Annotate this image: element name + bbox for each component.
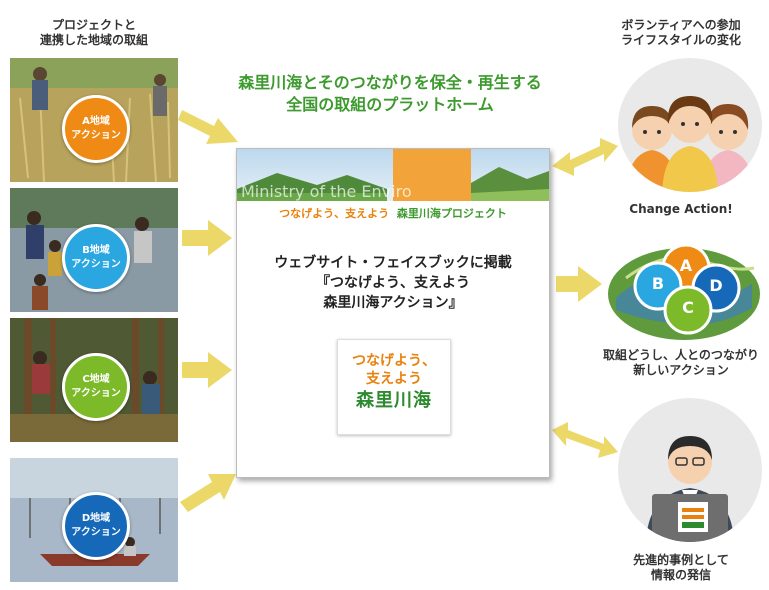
headline-line1: 森里川海とそのつながりを保全・再生する [238, 73, 542, 92]
arrow-bottom-right-icon [552, 422, 618, 458]
right-mid-line2: 新しいアクション [633, 363, 729, 377]
project-logo: つなげよう、 支えよう 森里川海 [337, 339, 451, 435]
right-top-line1: ボランティアへの参加 [621, 18, 741, 32]
left-title-line1: プロジェクトと [51, 18, 136, 32]
abcd-label-d: D [709, 276, 723, 295]
abcd-label-a: A [679, 256, 693, 275]
arrow-top-right-icon [552, 138, 618, 176]
badge-c-line2: アクション [71, 388, 121, 399]
badge-a-line1: A地域 [82, 116, 110, 127]
left-title-line2: 連携した地域の取組 [39, 33, 148, 47]
headline-line2: 全国の取組のプラットホーム [286, 95, 494, 114]
badge-d-line1: D地域 [81, 513, 111, 524]
platform-card: Ministry of the Enviro つなげよう、支えよう 森里川海プロ… [236, 148, 550, 478]
right-bottom-line1: 先進的事例として [633, 553, 729, 567]
badge-b-action: B地域 アクション [62, 224, 130, 292]
change-action-label: Change Action! [629, 202, 733, 216]
badge-c-line1: C地域 [82, 374, 110, 385]
card-line1: ウェブサイト・フェイスブックに掲載 [274, 255, 512, 271]
right-bottom-caption: 先進的事例として 情報の発信 [600, 553, 762, 583]
logo-line3: 森里川海 [338, 388, 450, 414]
right-top-line2: ライフスタイルの変化 [620, 33, 741, 47]
card-banner: Ministry of the Enviro [237, 149, 549, 201]
logo-line2: 支えよう [366, 371, 422, 387]
card-line3: 森里川海アクション』 [323, 295, 463, 311]
card-sub-orange: つなげよう、支えよう [279, 207, 390, 220]
card-sub-green: 森里川海プロジェクト [396, 207, 507, 220]
right-bottom-line2: 情報の発信 [650, 568, 711, 582]
card-subtitle: つなげよう、支えよう 森里川海プロジェクト [237, 205, 549, 221]
right-mid-caption: 取組どうし、人とのつながり 新しいアクション [596, 348, 766, 378]
arrow-c-icon [182, 352, 232, 388]
badge-c-action: C地域 アクション [62, 353, 130, 421]
abcd-label-c: C [682, 298, 694, 317]
headline: 森里川海とそのつながりを保全・再生する 全国の取組のプラットホーム [210, 72, 570, 116]
card-line2: 『つなげよう、支えよう [316, 275, 470, 291]
left-title: プロジェクトと 連携した地域の取組 [10, 18, 178, 48]
arrow-b-icon [182, 220, 232, 256]
badge-b-line1: B地域 [82, 245, 110, 256]
badge-a-line2: アクション [71, 130, 121, 141]
presenter-illustration [618, 398, 762, 542]
card-description: ウェブサイト・フェイスブックに掲載 『つなげよう、支えよう 森里川海アクション』 [237, 253, 549, 313]
abcd-label-b: B [651, 274, 665, 293]
arrow-d-icon [180, 474, 236, 512]
badge-b-line2: アクション [71, 259, 121, 270]
banner-text: Ministry of the Enviro [241, 182, 412, 201]
badge-d-line2: アクション [71, 527, 121, 538]
badge-a-action: A地域 アクション [62, 95, 130, 163]
right-top-title: ボランティアへの参加 ライフスタイルの変化 [600, 18, 762, 48]
right-mid-line1: 取組どうし、人とのつながり [603, 348, 759, 362]
logo-line3-text: 森里川海 [356, 390, 432, 411]
badge-d-action: D地域 アクション [62, 492, 130, 560]
arrow-mid-right-icon [556, 266, 602, 302]
people-illustration [618, 58, 762, 192]
abcd-network: A B C D [606, 228, 762, 346]
logo-line1: つなげよう、 [352, 353, 436, 369]
